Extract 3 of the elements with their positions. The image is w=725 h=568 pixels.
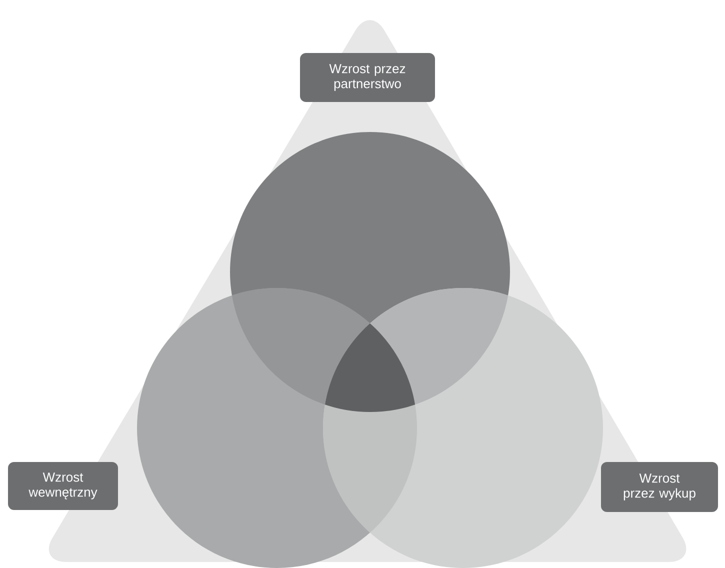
label-box: Wzrost wewnętrzny (8, 462, 118, 510)
label-box: Wzrost przez wykup (601, 462, 718, 512)
label-box: Wzrost przez partnerstwo (300, 53, 435, 102)
